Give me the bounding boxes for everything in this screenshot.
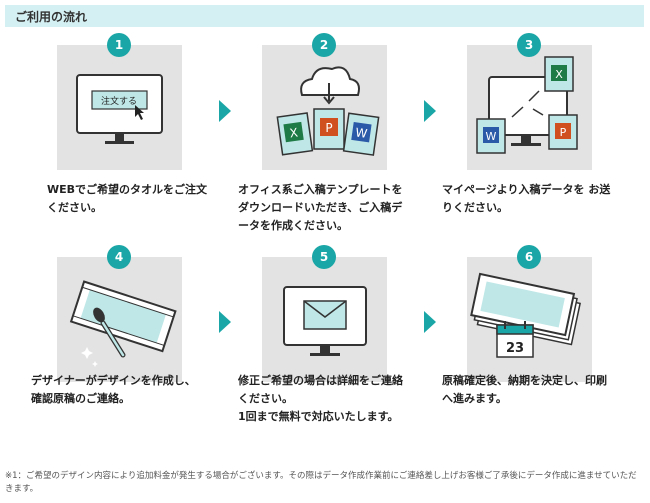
step-2-description: オフィス系ご入稿テンプレートを ダウンロードいただき、ご入稿デ ータを作成くださ…: [238, 181, 418, 235]
step-number: 3: [517, 33, 541, 57]
towels-calendar-icon: 23: [470, 272, 581, 358]
desc-line: 原稿確定後、納期を決定し、印刷: [442, 374, 607, 387]
step-number: 6: [517, 245, 541, 269]
step-number: 5: [312, 245, 336, 269]
word-icon: W: [354, 125, 368, 141]
step-4-description: デザイナーがデザインを作成し、 確認原稿のご連絡。: [31, 372, 221, 408]
word-icon: W: [486, 130, 497, 143]
step-card: 23: [467, 257, 592, 382]
desc-line: 1回まで無料で対応いたします。: [238, 410, 399, 423]
desc-line: 確認原稿のご連絡。: [31, 392, 130, 405]
step-number: 4: [107, 245, 131, 269]
powerpoint-icon: P: [325, 121, 332, 135]
step-5-description: 修正ご希望の場合は詳細をご連絡 ください。 1回まで無料で対応いたします。: [238, 372, 418, 426]
order-button-label: 注文する: [101, 95, 137, 107]
footnote: ※1：ご希望のデザイン内容により追加料金が発生する場合がございます。その際はデー…: [5, 471, 637, 494]
step-card: [57, 257, 182, 382]
desc-line: りください。: [442, 201, 508, 214]
step-card: [262, 257, 387, 382]
desc-line: ください。: [238, 392, 293, 405]
step-number: 1: [107, 33, 131, 57]
step-card: 注文する: [57, 45, 182, 170]
step-6-description: 原稿確定後、納期を決定し、印刷 へ進みます。: [442, 372, 622, 408]
calendar-day: 23: [506, 341, 524, 356]
monitor-order-icon: 注文する: [76, 74, 163, 144]
desc-line: マイページより入稿データを お送: [442, 183, 611, 196]
monitor-upload-office-icon: X W P: [476, 56, 578, 154]
desc-line: へ進みます。: [442, 392, 507, 405]
arrow-right-icon: [219, 311, 231, 333]
step-number: 2: [312, 33, 336, 57]
desc-line: デザイナーがデザインを作成し、: [31, 374, 196, 387]
excel-icon: X: [555, 68, 563, 81]
desc-line: 修正ご希望の場合は詳細をご連絡: [238, 374, 403, 387]
step-3-description: マイページより入稿データを お送 りください。: [442, 181, 622, 217]
arrow-right-icon: [219, 100, 231, 122]
section-title: ご利用の流れ: [15, 10, 88, 24]
desc-line: ダウンロードいただき、ご入稿デ: [238, 201, 403, 214]
desc-line: WEBでご希望のタオルをご注文: [47, 183, 208, 196]
arrow-right-icon: [424, 100, 436, 122]
step-card: X P W: [262, 45, 387, 170]
desc-line: ータを作成ください。: [238, 219, 348, 232]
excel-icon: X: [289, 126, 299, 141]
monitor-mail-icon: [283, 286, 367, 356]
step-1-description: WEBでご希望のタオルをご注文 ください。: [47, 181, 227, 217]
powerpoint-icon: P: [560, 126, 567, 139]
section-header: ご利用の流れ: [5, 5, 644, 27]
desc-line: ください。: [47, 201, 102, 214]
towel-brush-icon: [69, 280, 177, 367]
arrow-right-icon: [424, 311, 436, 333]
cloud-download-office-icon: X P W: [276, 66, 380, 156]
step-card: X W P: [467, 45, 592, 170]
desc-line: オフィス系ご入稿テンプレートを: [238, 183, 403, 196]
